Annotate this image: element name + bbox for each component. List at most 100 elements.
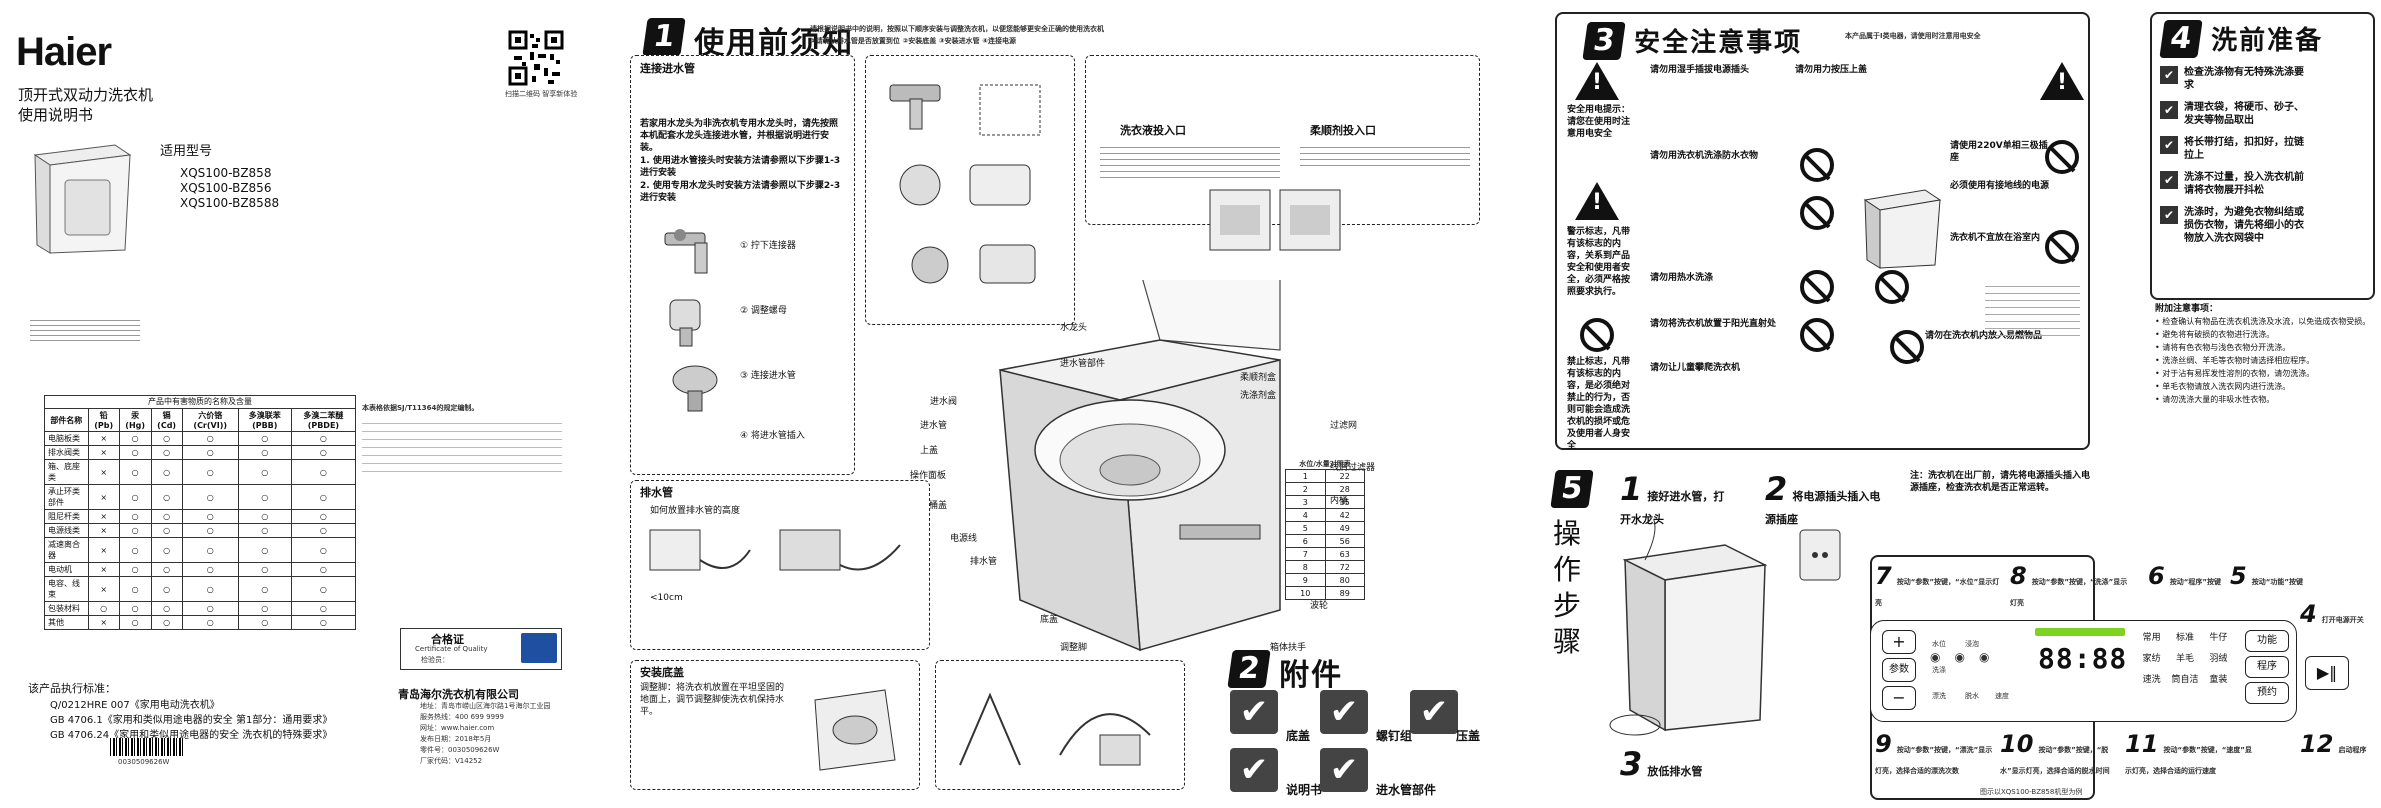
inlet-step-label-3: ④ 将进水管插入 bbox=[740, 431, 805, 441]
water-table-cell: 49 bbox=[1324, 521, 1365, 535]
inlet-box bbox=[630, 55, 855, 475]
drain-info-illustration bbox=[950, 675, 1170, 775]
minus-button[interactable]: − bbox=[1882, 686, 1916, 710]
step-11: 11 按动“参数”按键，“速度”显示灯亮，选择合适的运行速度 bbox=[2125, 730, 2255, 777]
drain-height: <10cm bbox=[650, 593, 683, 603]
water-table-cell: 72 bbox=[1324, 560, 1365, 574]
program-option[interactable]: 牛仔 bbox=[2209, 633, 2228, 643]
attach-title: 附件 bbox=[1279, 658, 1344, 693]
water-table-cell: 3 bbox=[1285, 495, 1326, 509]
delay-button[interactable]: 预约 bbox=[2245, 682, 2289, 704]
program-option[interactable]: 羽绒 bbox=[2209, 654, 2228, 664]
section3-heading: 3 安全注意事项 bbox=[1582, 22, 1803, 60]
accessory-check-3: ✔ bbox=[1230, 748, 1278, 792]
prohibit-icon-8 bbox=[1890, 330, 1924, 364]
hazard-mark: ○ bbox=[118, 431, 152, 446]
hazard-mark: ○ bbox=[118, 445, 152, 460]
step-3-number: 3 bbox=[1620, 745, 1643, 783]
hazard-mark: ○ bbox=[118, 459, 152, 485]
panel-icons: ◉◉◉ bbox=[1930, 650, 2004, 664]
param-button[interactable]: 参数 bbox=[1882, 658, 1916, 682]
section1-number: 1 bbox=[642, 18, 686, 56]
list-item: ✔将长带打结，扣扣好，拉链拉上 bbox=[2160, 136, 2370, 162]
step-7: 7 按动“参数”按键，“水位”显示灯亮 bbox=[1875, 562, 2005, 609]
hazard-mark: × bbox=[87, 576, 120, 602]
status-led-bar bbox=[2035, 628, 2125, 636]
check-icon: ✔ bbox=[2160, 206, 2178, 224]
section5-plug-art bbox=[1790, 520, 1850, 590]
program-option[interactable]: 筒自洁 bbox=[2171, 675, 2199, 685]
hazard-mark: ○ bbox=[290, 459, 357, 485]
plus-button[interactable]: + bbox=[1882, 630, 1916, 654]
table-row: 减速离合器×○○○○○ bbox=[44, 537, 357, 563]
water-table-cell: 56 bbox=[1324, 534, 1365, 548]
program-option[interactable]: 标准 bbox=[2175, 633, 2194, 643]
part-label-softener: 柔顺剂盒 bbox=[1240, 373, 1277, 383]
barcode bbox=[110, 738, 185, 756]
hazard-mark: ○ bbox=[87, 601, 120, 616]
section5-number: 5 bbox=[1550, 470, 1594, 508]
cert-inspector: 检验员： bbox=[421, 656, 449, 664]
hazard-part-name: 承止环类部件 bbox=[44, 484, 89, 510]
accessory-check-4: ✔ bbox=[1320, 748, 1368, 792]
safety-warn-title: 警示标志，凡带有该标志的内容，关系到产品安全和使用者安全，必须严格按照要求执行。 bbox=[1567, 227, 1631, 297]
attach-number: 2 bbox=[1227, 650, 1271, 688]
attach-heading: 2 附件 bbox=[1227, 650, 1344, 694]
step-8-number: 8 bbox=[2010, 562, 2027, 590]
hazard-mark: ○ bbox=[118, 523, 152, 538]
note-item: • 洗涤丝绸、羊毛等衣物时请选择相应程序。 bbox=[2155, 356, 2315, 365]
safety-forbid-title: 禁止标志，凡带有该标志的内容，是必须绝对禁止的行为，否则可能会造成洗衣机的损坏或… bbox=[1567, 357, 1631, 451]
hazard-mark: ○ bbox=[237, 445, 292, 460]
hazard-table: 产品中有害物质的名称及含量 部件名称铅(Pb)汞(Hg)镉(Cd)六价铬(Cr(… bbox=[44, 395, 357, 630]
water-table-cell: 10 bbox=[1285, 586, 1326, 600]
model-label: 适用型号 bbox=[160, 144, 213, 159]
hazard-mark: ○ bbox=[181, 431, 239, 446]
section5-washer-art bbox=[1605, 509, 1775, 740]
company-version: 厂家代码：V14252 bbox=[420, 757, 483, 765]
start-pause-button[interactable]: ▶‖ bbox=[2305, 656, 2349, 690]
water-table-cell: 89 bbox=[1324, 586, 1365, 600]
part-label-faucet: 水龙头 bbox=[1060, 323, 1088, 333]
hazard-part-name: 电动机 bbox=[44, 562, 89, 577]
prep-item-text: 将长带打结，扣扣好，拉链拉上 bbox=[2184, 137, 2304, 161]
cover-title-line2: 使用说明书 bbox=[18, 106, 94, 124]
hazard-mark: ○ bbox=[290, 562, 357, 577]
hazard-mark: ○ bbox=[181, 601, 239, 616]
program-option[interactable]: 童装 bbox=[2209, 675, 2228, 685]
prep-item-text: 洗涤不过量，投入洗衣机前请将衣物展开抖松 bbox=[2184, 172, 2304, 196]
function-button[interactable]: 功能 bbox=[2245, 630, 2289, 652]
water-table-cell: 80 bbox=[1324, 573, 1365, 587]
accessory-check-2: ✔ bbox=[1410, 690, 1458, 734]
program-option[interactable]: 家纺 bbox=[2142, 654, 2161, 664]
hazard-part-name: 排水阀类 bbox=[44, 445, 89, 460]
step-6: 6 按动“程序”按键 bbox=[2148, 562, 2228, 590]
section3-title: 安全注意事项 bbox=[1634, 28, 1803, 58]
hazard-mark: ○ bbox=[118, 601, 152, 616]
prep-item-text: 洗涤时，为避免衣物纠结或损伤衣物，请先将细小的衣物放入洗衣网袋中 bbox=[2184, 207, 2304, 244]
hazard-mark: ○ bbox=[150, 431, 183, 446]
step-11-number: 11 bbox=[2125, 730, 2159, 758]
faucet-illustration-2 bbox=[660, 290, 730, 350]
note-item: • 避免将有破损的衣物进行洗涤。 bbox=[2155, 330, 2275, 339]
hazard-table-header-cell: 多溴二苯醚(PBDE) bbox=[290, 408, 357, 432]
step-10-number: 10 bbox=[2000, 730, 2034, 758]
prohibit-icon-5 bbox=[2045, 140, 2079, 174]
program-option[interactable]: 常用 bbox=[2142, 633, 2161, 643]
program-option[interactable]: 羊毛 bbox=[2175, 654, 2194, 664]
hazard-mark: ○ bbox=[150, 615, 183, 630]
hazard-mark: ○ bbox=[150, 459, 183, 485]
hazard-mark: ○ bbox=[150, 523, 183, 538]
table-row: 电源线类×○○○○○ bbox=[44, 523, 357, 538]
accessory-check-1: ✔ bbox=[1320, 690, 1368, 734]
water-table-cell: 35 bbox=[1324, 495, 1365, 509]
hazard-part-name: 其他 bbox=[44, 615, 89, 630]
program-button[interactable]: 程序 bbox=[2245, 656, 2289, 678]
prohibit-icon-left bbox=[1580, 318, 1614, 352]
program-option[interactable]: 速洗 bbox=[2142, 675, 2161, 685]
hazard-mark: ○ bbox=[118, 615, 152, 630]
warning-icon-1 bbox=[1575, 62, 1619, 100]
